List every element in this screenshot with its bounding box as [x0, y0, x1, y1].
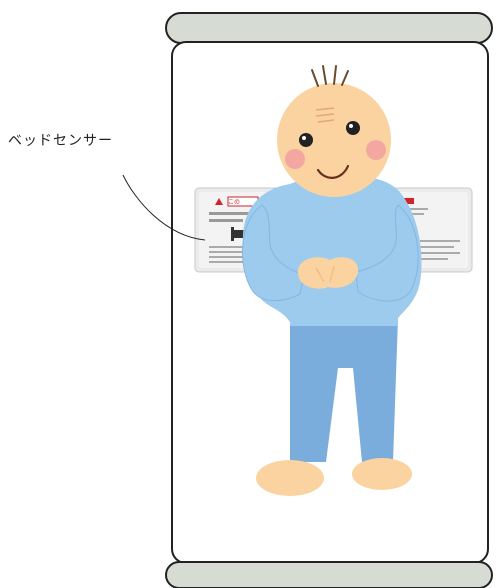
sensor-warning-text: この [228, 199, 241, 206]
right-eye [346, 121, 360, 135]
bed-symbol-icon [231, 230, 249, 238]
bed-sensor-callout-label: ベッドセンサー [8, 133, 113, 149]
left-eye [299, 133, 313, 147]
person-head [277, 65, 391, 197]
right-cheek [366, 140, 386, 160]
warning-triangle-icon [215, 198, 223, 205]
person-shirt [242, 175, 422, 326]
person-legs [290, 318, 398, 462]
footboard-rail [165, 561, 493, 588]
smile [316, 164, 350, 179]
headboard-rail [165, 12, 493, 44]
person-hands [297, 257, 359, 289]
left-foot [256, 460, 324, 496]
callout-leader-line [122, 174, 206, 241]
hair-icon [311, 65, 349, 87]
left-cheek [285, 149, 305, 169]
right-foot [352, 458, 412, 490]
